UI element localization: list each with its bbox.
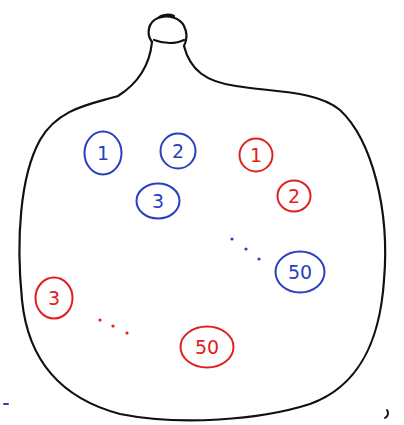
circle-outline xyxy=(278,181,311,212)
circle-number: 50 xyxy=(288,263,312,282)
number-circle: 50 xyxy=(179,325,235,369)
number-circle: 3 xyxy=(135,182,181,220)
circle-outline xyxy=(161,134,196,169)
circle-number: 3 xyxy=(152,192,164,211)
bag-knot xyxy=(149,15,187,46)
ellipsis-dots xyxy=(98,318,128,334)
circle-outline xyxy=(276,252,325,293)
circle-number: 3 xyxy=(48,289,60,308)
circle-number: 2 xyxy=(288,187,300,206)
circle-number: 1 xyxy=(250,146,262,165)
circle-outline xyxy=(36,278,73,319)
number-circle: 2 xyxy=(276,179,312,213)
circle-outline xyxy=(240,139,273,172)
number-circle: 1 xyxy=(83,130,123,176)
circle-number: 1 xyxy=(97,144,109,163)
circle-outline xyxy=(181,327,234,368)
number-circle: 1 xyxy=(238,137,274,173)
stray-mark xyxy=(4,403,8,405)
number-circle: 3 xyxy=(34,276,74,320)
number-circle: 2 xyxy=(159,132,197,170)
number-circle: 50 xyxy=(274,250,326,294)
circle-number: 50 xyxy=(195,338,219,357)
ellipsis-dots xyxy=(230,237,260,260)
circle-outline xyxy=(137,184,180,219)
bag-outline xyxy=(19,42,385,420)
circle-number: 2 xyxy=(172,142,184,161)
stray-mark xyxy=(385,410,388,418)
circle-outline xyxy=(85,132,122,175)
